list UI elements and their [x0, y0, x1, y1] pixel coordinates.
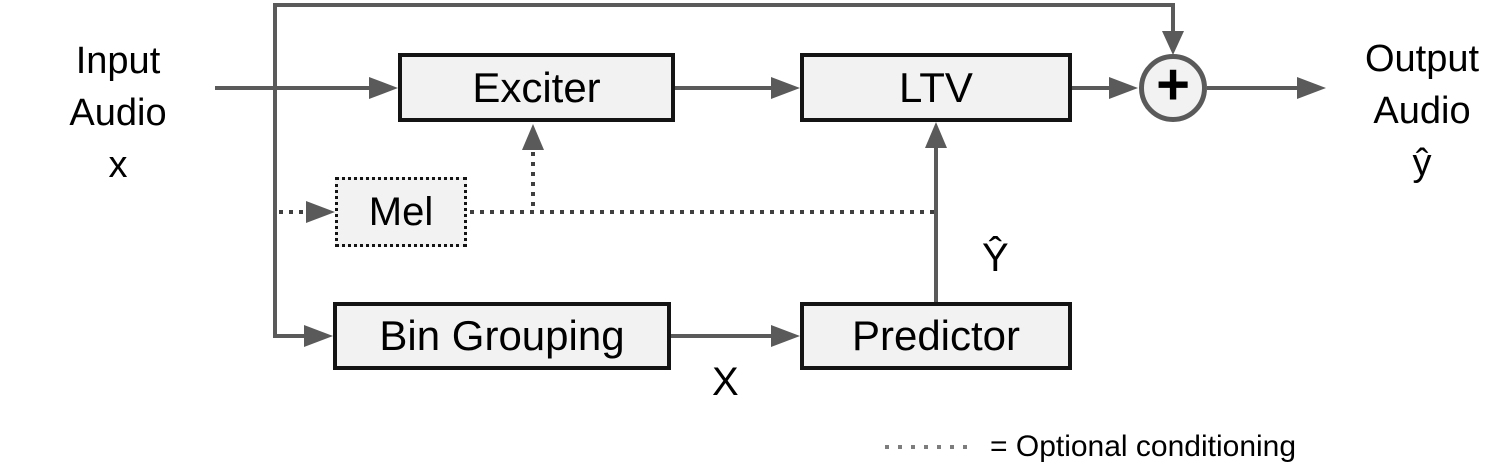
- signal-label-y-hat: Ŷ: [982, 236, 1009, 280]
- block-ltv: LTV: [800, 53, 1072, 122]
- output-audio-label-line1: Output: [1364, 38, 1480, 80]
- arrow-bingrouping-to-predictor-head: [771, 325, 800, 347]
- dotted-line-mel-to-ltv: [470, 210, 934, 214]
- feedback-arrow-head: [1162, 31, 1184, 55]
- arrow-input-to-bingrouping-shaft: [273, 334, 307, 338]
- arrow-bingrouping-to-predictor-shaft: [671, 334, 774, 338]
- output-audio-label: Output Audio ŷ: [1324, 33, 1495, 189]
- sum-node: +: [1139, 54, 1207, 122]
- arrow-input-to-exciter-shaft: [215, 86, 371, 90]
- block-bin-grouping: Bin Grouping: [333, 302, 671, 370]
- output-audio-label-symbol: ŷ: [1412, 142, 1432, 184]
- block-predictor-label: Predictor: [851, 312, 1021, 359]
- block-predictor: Predictor: [800, 302, 1072, 370]
- arrow-input-to-bingrouping-head: [304, 325, 333, 347]
- signal-label-x: X: [712, 360, 739, 404]
- plus-icon: +: [1156, 52, 1190, 117]
- input-audio-label-line2: Audio: [69, 92, 167, 134]
- block-mel-optional: Mel: [335, 177, 467, 247]
- dotted-arrow-exciter-head: [522, 124, 544, 150]
- legend-text: = Optional conditioning: [990, 430, 1297, 463]
- input-audio-label-symbol: x: [108, 144, 128, 186]
- arrow-exciter-to-ltv-head: [771, 77, 800, 99]
- arrow-input-to-exciter-head: [369, 77, 398, 99]
- arrow-ltv-to-sum-shaft: [1072, 86, 1112, 90]
- input-branch-line: [273, 3, 277, 338]
- input-audio-label: Input Audio x: [18, 35, 218, 191]
- block-exciter: Exciter: [398, 53, 675, 122]
- arrow-predictor-to-ltv-head: [925, 122, 947, 148]
- arrow-sum-to-output-shaft: [1207, 86, 1299, 90]
- feedback-line-drop: [1171, 3, 1175, 33]
- feedback-line-top: [273, 3, 1175, 7]
- dotted-arrow-mel-head: [306, 201, 335, 223]
- input-audio-label-line1: Input: [75, 40, 161, 82]
- arrow-ltv-to-sum-head: [1109, 77, 1138, 99]
- block-bin-grouping-label: Bin Grouping: [379, 312, 625, 359]
- arrow-exciter-to-ltv-shaft: [675, 86, 774, 90]
- block-mel-label: Mel: [368, 190, 434, 234]
- block-exciter-label: Exciter: [472, 63, 601, 111]
- dotted-line-mel-to-exciter: [531, 152, 535, 210]
- output-audio-label-line2: Audio: [1373, 90, 1471, 132]
- arrow-predictor-to-ltv-shaft: [934, 146, 938, 303]
- legend-dotted-line-sample: [885, 445, 969, 449]
- dotted-line-input-to-mel: [279, 210, 305, 214]
- arrow-sum-to-output-head: [1297, 77, 1326, 99]
- block-ltv-label: LTV: [899, 63, 973, 111]
